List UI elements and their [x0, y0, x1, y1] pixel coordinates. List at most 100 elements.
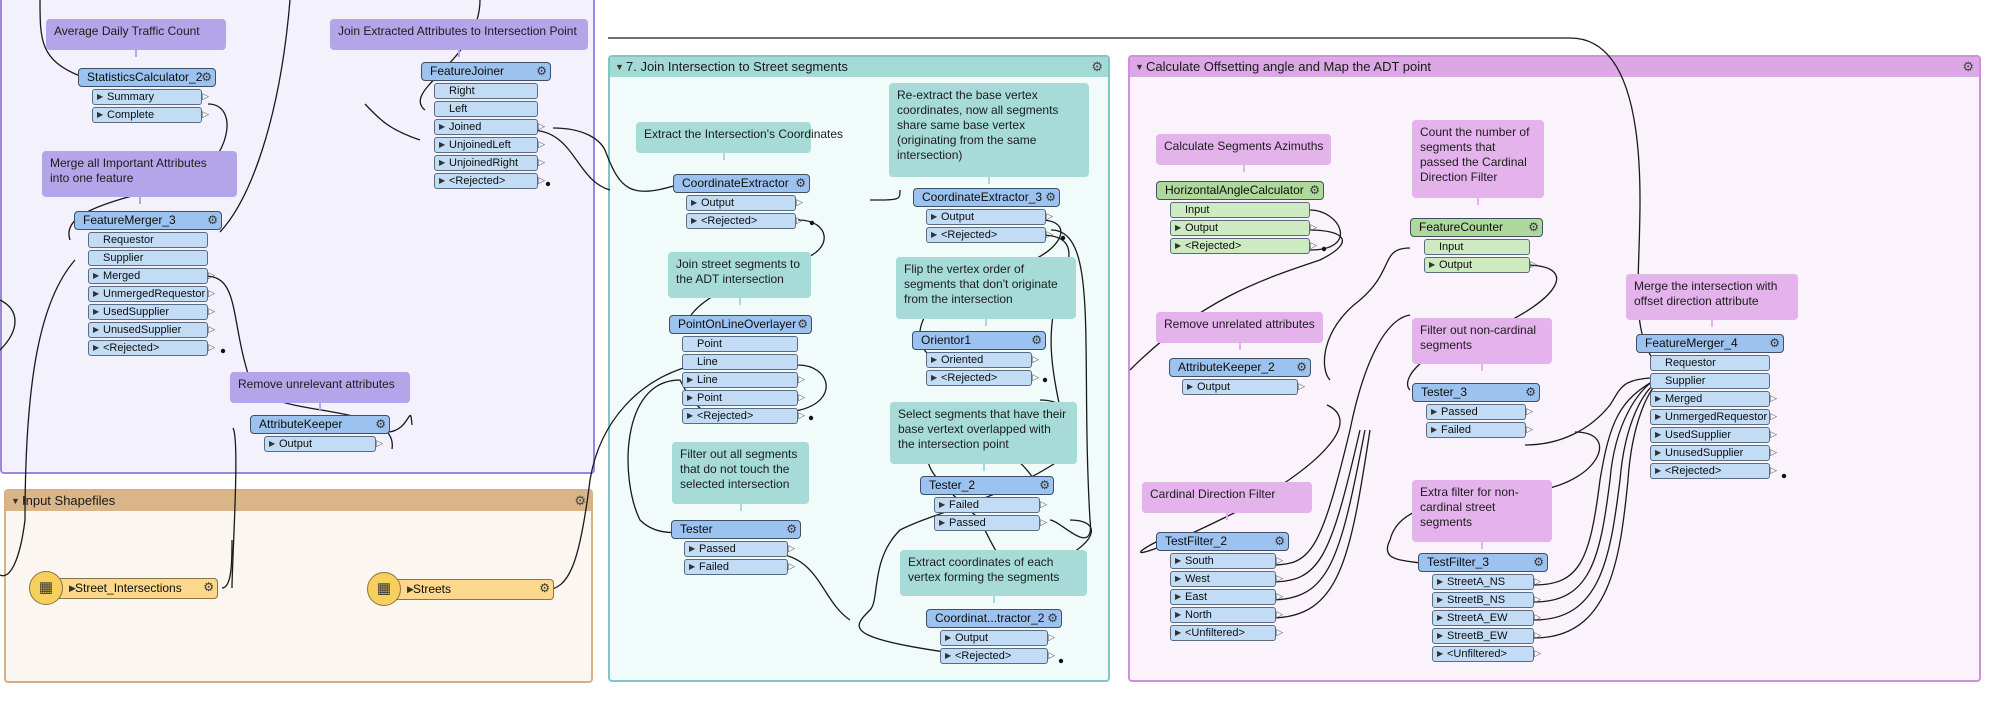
annotation-extract-intersection[interactable]: Extract the Intersection's Coordinates — [636, 122, 843, 160]
output-port[interactable]: ▶Summary▷ — [92, 89, 209, 105]
gear-icon[interactable]: ⚙ — [1045, 190, 1056, 204]
input-port[interactable]: Requestor — [1650, 355, 1770, 371]
output-port[interactable]: ▶Failed▷ — [684, 559, 795, 575]
output-port[interactable]: ▶<Rejected>▷ — [926, 227, 1053, 243]
transformer-tester-3[interactable]: Tester_3 ⚙ — [1412, 383, 1540, 402]
bookmark-header[interactable]: ▼ Input Shapefiles ⚙ — [6, 491, 591, 511]
output-port[interactable]: ▶UnusedSupplier▷ — [88, 322, 215, 338]
gear-icon[interactable]: ⚙ — [1769, 336, 1780, 350]
output-port[interactable]: ▶<Rejected>▷ — [926, 370, 1039, 386]
output-port[interactable]: ▶Failed▷ — [934, 497, 1047, 513]
transformer-coordinate-extractor-3[interactable]: CoordinateExtractor_3 ⚙ — [913, 188, 1060, 207]
gear-icon[interactable]: ⚙ — [1528, 220, 1539, 234]
output-port[interactable]: ▶Line▷ — [682, 372, 805, 388]
collapse-icon[interactable]: ▼ — [1135, 62, 1144, 72]
output-port[interactable]: ▶UnjoinedRight▷ — [434, 155, 545, 171]
output-port[interactable]: ▶Output▷ — [940, 630, 1055, 646]
annotation-cardinal-filter[interactable]: Cardinal Direction Filter — [1142, 482, 1312, 520]
output-port[interactable]: ▶<Unfiltered>▷ — [1170, 625, 1283, 641]
gear-icon[interactable]: ⚙ — [795, 176, 806, 190]
gear-icon[interactable]: ⚙ — [1962, 59, 1974, 74]
output-port[interactable]: ▶<Rejected>▷ — [88, 340, 215, 356]
gear-icon[interactable]: ⚙ — [1525, 385, 1536, 399]
annotation-calc-azimuths[interactable]: Calculate Segments Azimuths — [1156, 134, 1331, 172]
gear-icon[interactable]: ⚙ — [797, 317, 808, 331]
annotation-filter-out[interactable]: Filter out all segments that do not touc… — [672, 442, 809, 511]
output-port[interactable]: ▶<Rejected>▷ — [434, 173, 545, 189]
input-port[interactable]: Line — [682, 354, 798, 370]
input-port[interactable]: Supplier — [88, 250, 208, 266]
gear-icon[interactable]: ⚙ — [536, 64, 547, 78]
output-port[interactable]: ▶<Rejected>▷ — [940, 648, 1055, 664]
output-port[interactable]: ▶Joined▷ — [434, 119, 545, 135]
output-port[interactable]: ▶UnmergedRequestor▷ — [88, 286, 215, 302]
annotation-join-extracted[interactable]: Join Extracted Attributes to Intersectio… — [330, 19, 588, 57]
transformer-feature-counter[interactable]: FeatureCounter ⚙ — [1410, 218, 1543, 237]
annotation-join-street[interactable]: Join street segments to the ADT intersec… — [668, 252, 811, 305]
annotation-merge-intersection[interactable]: Merge the intersection with offset direc… — [1626, 274, 1798, 327]
transformer-feature-joiner[interactable]: FeatureJoiner ⚙ — [421, 62, 551, 81]
gear-icon[interactable]: ⚙ — [574, 493, 586, 508]
gear-icon[interactable]: ⚙ — [539, 581, 550, 595]
input-port[interactable]: Input — [1424, 239, 1530, 255]
gear-icon[interactable]: ⚙ — [375, 417, 386, 431]
transformer-orientor-1[interactable]: Orientor1 ⚙ — [912, 331, 1046, 350]
annotation-reextract[interactable]: Re-extract the base vertex coordinates, … — [889, 83, 1089, 184]
output-port[interactable]: ▶StreetA_NS▷ — [1432, 574, 1541, 590]
output-port[interactable]: ▶Output▷ — [1170, 220, 1317, 236]
transformer-attribute-keeper-2[interactable]: AttributeKeeper_2 ⚙ — [1169, 358, 1311, 377]
output-port[interactable]: ▶<Rejected>▷ — [682, 408, 805, 424]
output-port[interactable]: ▶Output▷ — [1182, 379, 1305, 395]
transformer-coordinate-extractor[interactable]: CoordinateExtractor ⚙ — [673, 174, 810, 193]
collapse-icon[interactable]: ▼ — [615, 62, 624, 72]
transformer-statistics-calculator[interactable]: StatisticsCalculator_2 ⚙ — [78, 68, 216, 87]
transformer-feature-merger-3[interactable]: FeatureMerger_3 ⚙ — [74, 211, 222, 230]
output-port[interactable]: ▶UsedSupplier▷ — [88, 304, 215, 320]
collapse-icon[interactable]: ▼ — [11, 496, 20, 506]
gear-icon[interactable]: ⚙ — [1091, 59, 1103, 74]
output-port[interactable]: ▶StreetB_EW▷ — [1432, 628, 1541, 644]
input-port[interactable]: Supplier — [1650, 373, 1770, 389]
input-port[interactable]: Left — [434, 101, 538, 117]
output-port[interactable]: ▶East▷ — [1170, 589, 1283, 605]
gear-icon[interactable]: ⚙ — [1031, 333, 1042, 347]
output-port[interactable]: ▶West▷ — [1170, 571, 1283, 587]
output-port[interactable]: ▶Passed▷ — [1426, 404, 1533, 420]
transformer-tester[interactable]: Tester ⚙ — [671, 520, 801, 539]
transformer-point-on-line-overlayer[interactable]: PointOnLineOverlayer ⚙ — [669, 315, 812, 334]
bookmark-header[interactable]: ▼ Calculate Offsetting angle and Map the… — [1130, 57, 1979, 77]
output-port[interactable]: ▶StreetA_EW▷ — [1432, 610, 1541, 626]
annotation-remove-unrelevant[interactable]: Remove unrelevant attributes — [230, 372, 410, 410]
gear-icon[interactable]: ⚙ — [1039, 478, 1050, 492]
gear-icon[interactable]: ⚙ — [1296, 360, 1307, 374]
annotation-select-segments[interactable]: Select segments that have their base ver… — [890, 402, 1077, 471]
output-port[interactable]: ▶UsedSupplier▷ — [1650, 427, 1777, 443]
gear-icon[interactable]: ⚙ — [1274, 534, 1285, 548]
output-port[interactable]: ▶UnusedSupplier▷ — [1650, 445, 1777, 461]
reader-street-intersections[interactable]: ▦ ▶ Street_Intersections ⚙ — [29, 571, 218, 605]
transformer-tester-2[interactable]: Tester_2 ⚙ — [920, 476, 1054, 495]
transformer-horizontal-angle-calculator[interactable]: HorizontalAngleCalculator ⚙ — [1156, 181, 1324, 200]
output-port[interactable]: ▶Oriented▷ — [926, 352, 1039, 368]
annotation-filter-noncardinal[interactable]: Filter out non-cardinal segments — [1412, 318, 1552, 371]
output-port[interactable]: ▶Passed▷ — [684, 541, 795, 557]
input-port[interactable]: Right — [434, 83, 538, 99]
output-port[interactable]: ▶<Unfiltered>▷ — [1432, 646, 1541, 662]
input-port[interactable]: Requestor — [88, 232, 208, 248]
output-port[interactable]: ▶<Rejected>▷ — [1650, 463, 1777, 479]
output-port[interactable]: ▶<Rejected>▷ — [1170, 238, 1317, 254]
gear-icon[interactable]: ⚙ — [203, 580, 214, 594]
transformer-feature-merger-4[interactable]: FeatureMerger_4 ⚙ — [1636, 334, 1784, 353]
gear-icon[interactable]: ⚙ — [1047, 611, 1058, 625]
output-port[interactable]: ▶Output▷ — [264, 436, 383, 452]
output-port[interactable]: ▶Failed▷ — [1426, 422, 1533, 438]
annotation-remove-unrelated[interactable]: Remove unrelated attributes — [1156, 312, 1323, 350]
annotation-avg-traffic[interactable]: Average Daily Traffic Count — [46, 19, 226, 57]
annotation-flip-vertex[interactable]: Flip the vertex order of segments that d… — [896, 257, 1076, 326]
output-port[interactable]: ▶Output▷ — [686, 195, 803, 211]
output-port[interactable]: ▶Output▷ — [1424, 257, 1537, 273]
gear-icon[interactable]: ⚙ — [1533, 555, 1544, 569]
annotation-extra-filter[interactable]: Extra filter for non-cardinal street seg… — [1412, 480, 1552, 549]
transformer-test-filter-3[interactable]: TestFilter_3 ⚙ — [1418, 553, 1548, 572]
output-port[interactable]: ▶UnjoinedLeft▷ — [434, 137, 545, 153]
